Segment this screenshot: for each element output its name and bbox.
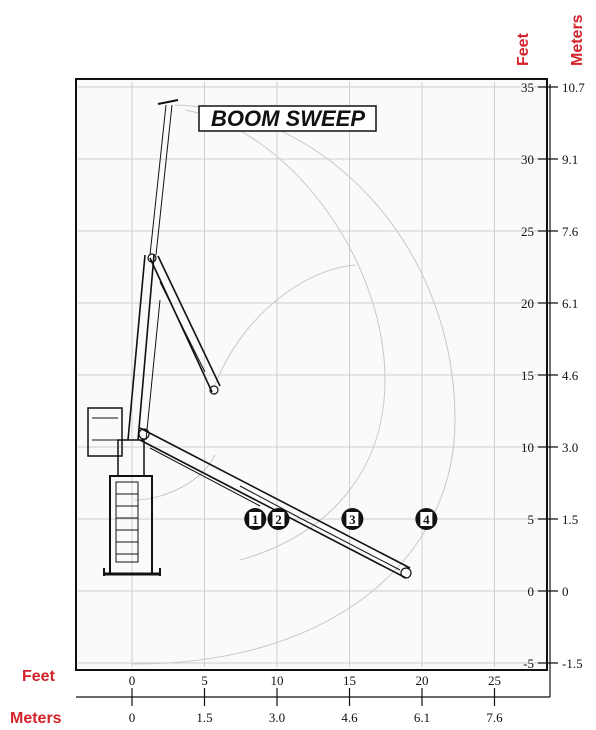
position-markers: 1 2 3 4 <box>244 508 438 530</box>
horizontal-boom-bottom <box>139 439 407 579</box>
x-tick-label-meters: 7.6 <box>486 710 503 725</box>
sweep-arc-outer <box>131 104 456 665</box>
y-tick-label-feet: 0 <box>528 584 535 599</box>
y-tick-label-meters: 6.1 <box>562 296 578 311</box>
vertical-jib-right <box>155 104 173 256</box>
y-tick-label-meters: 0 <box>562 584 569 599</box>
x-tick-label-meters: 4.6 <box>341 710 358 725</box>
marker-inner-box <box>420 512 433 526</box>
right-axis: Feet Meters 35 10.7 30 9.1 25 7.6 20 6.1 15 4.6 10… <box>515 14 586 697</box>
y-tick-label-feet: 30 <box>521 152 534 167</box>
y-tick-label-meters: 9.1 <box>562 152 578 167</box>
y-tick-label-meters: 1.5 <box>562 512 578 527</box>
marker-label: 1 <box>252 512 259 527</box>
horizontal-boom-section <box>299 517 401 571</box>
y-tick-label-meters: 3.0 <box>562 440 578 455</box>
y-tick-label-feet: 15 <box>521 368 534 383</box>
horizontal-boom-section <box>239 485 301 519</box>
x-tick-label-meters: 0 <box>129 710 136 725</box>
horizontal-boom-cylinder <box>149 447 261 507</box>
y-axis-unit-meters: Meters <box>569 14 586 66</box>
y-tick-label-feet: 20 <box>521 296 534 311</box>
y-tick-label-feet: 35 <box>521 80 534 95</box>
chart-title: BOOM SWEEP <box>211 106 365 131</box>
boom-root-pivot <box>138 428 150 440</box>
x-tick-label-meters: 6.1 <box>414 710 430 725</box>
x-tick-label-meters: 3.0 <box>269 710 285 725</box>
marker-label: 3 <box>349 512 356 527</box>
y-axis-unit-feet: Feet <box>515 32 532 66</box>
horizontal-boom-top <box>139 427 411 569</box>
marker-inner-box <box>249 512 262 526</box>
x-tick-label-meters: 1.5 <box>196 710 212 725</box>
vertical-boom-left <box>127 254 146 441</box>
marker-label: 4 <box>423 512 430 527</box>
position-marker-3: 3 <box>341 508 364 530</box>
y-tick-label-feet: 10 <box>521 440 534 455</box>
sweep-arc-inner-upper <box>214 264 356 386</box>
position-marker-2: 2 <box>267 508 290 530</box>
boom-tip-hook <box>400 567 412 579</box>
vertical-boom-right <box>137 254 155 441</box>
knuckle-arm-cylinder <box>159 281 206 373</box>
x-tick-label-feet: 20 <box>416 673 429 688</box>
crane-seat <box>87 407 123 457</box>
x-tick-label-feet: 10 <box>271 673 284 688</box>
marker-inner-box <box>346 512 359 526</box>
vertical-boom-cylinder <box>145 299 161 441</box>
title-box: BOOM SWEEP <box>198 105 377 132</box>
knuckle-joint <box>209 385 219 395</box>
x-axis-unit-feet: Feet <box>22 668 56 685</box>
marker-label: 2 <box>275 512 282 527</box>
knuckle-arm-inner <box>157 255 221 387</box>
bottom-axis: Feet Meters 0 0 5 1.5 10 3.0 15 4.6 20 6.1 25 7.6 <box>10 668 550 727</box>
crane-pedestal-inner <box>115 481 139 563</box>
grid <box>78 82 545 667</box>
title-frame <box>198 105 377 132</box>
position-marker-1: 1 <box>244 508 267 530</box>
x-axis-unit-meters: Meters <box>10 710 62 727</box>
y-tick-label-feet: -5 <box>523 656 534 671</box>
y-tick-label-feet: 5 <box>528 512 535 527</box>
y-tick-label-meters: -1.5 <box>562 656 583 671</box>
crane-drawing <box>87 99 412 579</box>
vertical-jib-left <box>149 104 167 256</box>
crane-column <box>117 439 145 477</box>
x-tick-label-feet: 0 <box>129 673 136 688</box>
x-tick-label-feet: 25 <box>488 673 501 688</box>
y-tick-label-feet: 25 <box>521 224 534 239</box>
vertical-jib-tip <box>157 99 179 105</box>
position-marker-4: 4 <box>415 508 438 530</box>
y-tick-label-meters: 7.6 <box>562 224 579 239</box>
x-tick-label-feet: 15 <box>343 673 356 688</box>
marker-inner-box <box>272 512 285 526</box>
x-tick-label-feet: 5 <box>201 673 208 688</box>
y-tick-label-meters: 10.7 <box>562 80 585 95</box>
y-tick-label-meters: 4.6 <box>562 368 579 383</box>
boom-pivot <box>147 253 157 263</box>
